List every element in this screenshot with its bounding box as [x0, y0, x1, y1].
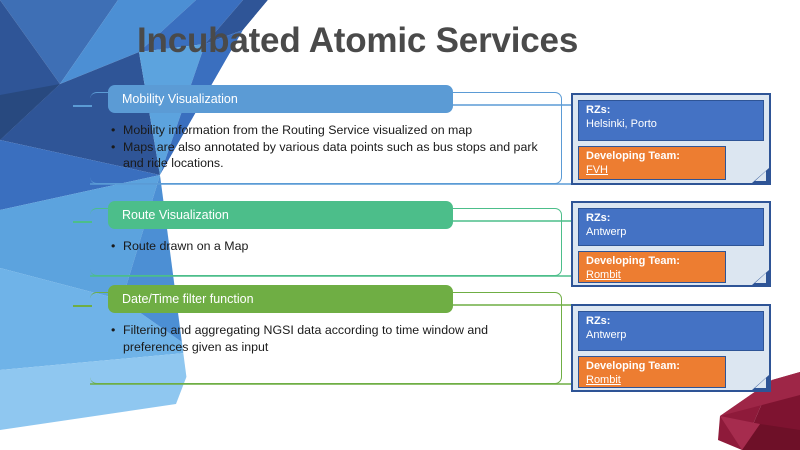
rz-value: Helsinki, Porto [586, 117, 657, 130]
developing-team-label: Developing Team: [586, 360, 680, 372]
developing-team-label: Developing Team: [586, 255, 680, 267]
corner-fold-icon [752, 168, 769, 183]
corner-fold-icon [752, 375, 769, 390]
section-header-pill: Mobility Visualization [108, 85, 453, 113]
rz-label: RZs: [586, 315, 611, 327]
section-connector-stub [73, 221, 92, 223]
section-connector-stub [73, 105, 92, 107]
rz-label: RZs: [586, 212, 611, 224]
developing-team-panel: Developing Team: Rombit [578, 251, 726, 283]
callout-card: RZs: Helsinki, Porto Developing Team: FV… [571, 93, 771, 185]
section-bullet-list: Mobility information from the Routing Se… [110, 122, 540, 172]
developing-team-value: FVH [586, 163, 608, 176]
callout-card: RZs: Antwerp Developing Team: Rombit [571, 304, 771, 392]
section-header-label: Date/Time filter function [122, 292, 254, 306]
section-header-label: Mobility Visualization [122, 92, 238, 106]
section-route-visualization: Route Visualization Route drawn on a Map [73, 201, 562, 276]
page-title: Incubated Atomic Services [137, 21, 579, 60]
developing-team-panel: Developing Team: FVH [578, 146, 726, 180]
rz-panel: RZs: Helsinki, Porto [578, 100, 764, 141]
rz-panel: RZs: Antwerp [578, 311, 764, 351]
section-connector-stub [73, 305, 92, 307]
list-item: Maps are also annotated by various data … [110, 139, 540, 172]
section-header-label: Route Visualization [122, 208, 229, 222]
list-item: Mobility information from the Routing Se… [110, 122, 540, 139]
section-bullet-list: Filtering and aggregating NGSI data acco… [110, 322, 540, 355]
section-mobility-visualization: Mobility Visualization Mobility informat… [73, 85, 562, 184]
corner-fold-icon [752, 270, 769, 285]
developing-team-value: Rombit [586, 373, 621, 386]
developing-team-label: Developing Team: [586, 150, 680, 162]
rz-label: RZs: [586, 104, 611, 116]
rz-panel: RZs: Antwerp [578, 208, 764, 246]
rz-value: Antwerp [586, 225, 627, 238]
callout-card: RZs: Antwerp Developing Team: Rombit [571, 201, 771, 287]
developing-team-panel: Developing Team: Rombit [578, 356, 726, 388]
section-header-pill: Date/Time filter function [108, 285, 453, 313]
section-bullet-list: Route drawn on a Map [110, 238, 540, 255]
developing-team-value: Rombit [586, 268, 621, 281]
list-item: Filtering and aggregating NGSI data acco… [110, 322, 540, 355]
section-header-pill: Route Visualization [108, 201, 453, 229]
rz-value: Antwerp [586, 328, 627, 341]
list-item: Route drawn on a Map [110, 238, 540, 255]
section-datetime-filter-function: Date/Time filter function Filtering and … [73, 285, 562, 384]
